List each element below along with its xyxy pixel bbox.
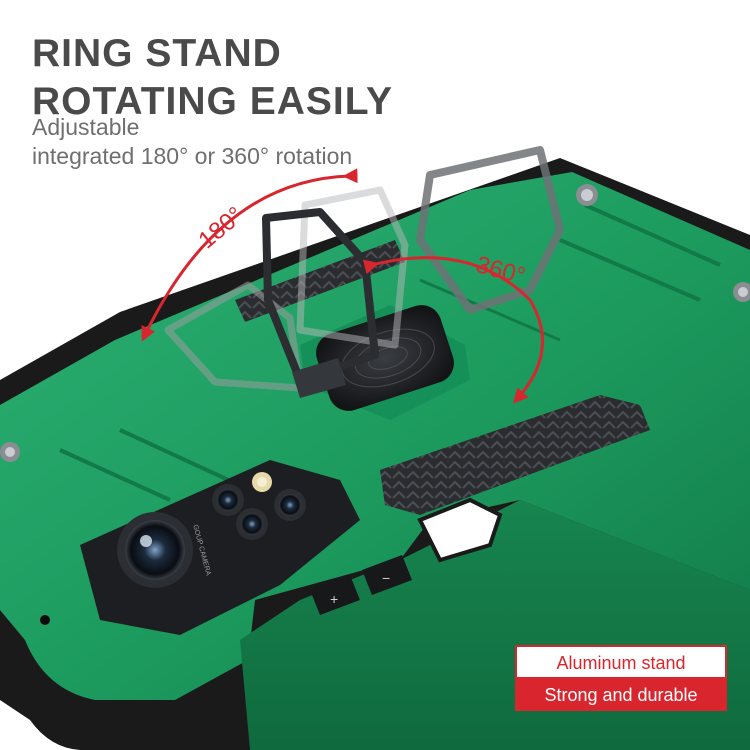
screw-right <box>733 282 750 302</box>
arrow-180 <box>141 168 358 342</box>
strong-durable-badge: Strong and durable <box>515 677 727 711</box>
camera-lens-2 <box>212 484 244 516</box>
camera-lens-4 <box>236 508 268 540</box>
volume-plus-glyph: + <box>330 591 338 607</box>
headline: RING STAND ROTATING EASILY <box>32 30 393 126</box>
ridge-mid <box>559 238 701 302</box>
volume-button-minus <box>362 555 412 595</box>
main-camera-lens <box>117 512 193 588</box>
volume-button-plus <box>310 575 360 615</box>
headline-line-2: ROTATING EASILY <box>32 80 393 123</box>
ridge-top <box>584 203 721 267</box>
ridge-left-2 <box>59 448 171 502</box>
charging-port <box>417 497 503 563</box>
camera-lens-3 <box>274 489 306 521</box>
volume-minus-glyph: − <box>382 570 390 586</box>
ring-hinge <box>292 358 346 398</box>
screw-left <box>0 442 20 462</box>
tread-grip-lower <box>380 395 650 515</box>
headline-line-1: RING STAND <box>32 32 282 75</box>
ring-frame-right <box>416 146 564 314</box>
mic-hole <box>40 615 50 625</box>
subtitle-line-1: Adjustable <box>32 114 140 140</box>
screw-top <box>576 184 598 206</box>
arrow-360 <box>362 256 544 404</box>
subtitle-line-2: integrated 180° or 360° rotation <box>32 143 353 169</box>
camera-flash <box>252 472 272 492</box>
aluminum-stand-badge: Aluminum stand <box>515 645 727 679</box>
